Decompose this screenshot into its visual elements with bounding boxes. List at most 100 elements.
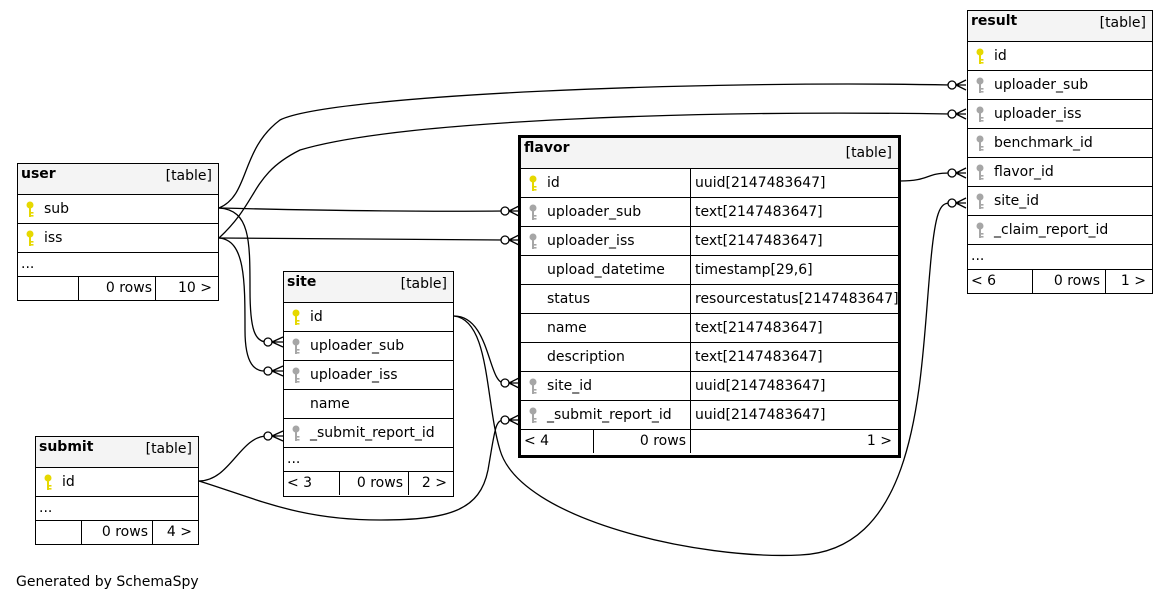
table-column-row[interactable]: upload_datetime timestamp[29,6] bbox=[521, 255, 898, 284]
child-count[interactable]: 2 > bbox=[421, 475, 447, 491]
foreign-key-icon bbox=[976, 106, 984, 122]
table-site[interactable]: site [table] id uploader_sub uploader_is… bbox=[283, 271, 454, 497]
edge-crowfoot bbox=[508, 234, 520, 246]
generated-by-note: Generated by SchemaSpy bbox=[16, 574, 199, 590]
table-column-row[interactable]: id bbox=[968, 41, 1152, 70]
table-column-row[interactable]: benchmark_id bbox=[968, 128, 1152, 157]
table-column-row[interactable]: sub bbox=[18, 194, 218, 223]
parent-count[interactable]: < 3 bbox=[287, 475, 313, 491]
edge-end-circle bbox=[947, 109, 957, 119]
column-type: text[2147483647] bbox=[690, 343, 823, 371]
column-name: iss bbox=[44, 230, 63, 246]
edge-user-iss-flavor-uploader-iss bbox=[218, 237, 505, 241]
column-name: benchmark_id bbox=[994, 135, 1093, 151]
parent-count[interactable]: < 4 bbox=[524, 433, 550, 449]
table-more-columns: ... bbox=[284, 447, 453, 473]
primary-key-icon bbox=[26, 201, 34, 217]
column-name: id bbox=[994, 48, 1007, 64]
table-column-row[interactable]: uploader_sub bbox=[284, 331, 453, 360]
table-column-row[interactable]: uploader_iss text[2147483647] bbox=[521, 226, 898, 255]
table-column-row[interactable]: id bbox=[36, 467, 198, 496]
child-count[interactable]: 4 > bbox=[166, 524, 192, 540]
edge-user-sub-flavor-uploader-sub bbox=[218, 207, 505, 212]
column-type: uuid[2147483647] bbox=[690, 169, 826, 197]
primary-key-icon bbox=[292, 309, 300, 325]
table-column-row[interactable]: description text[2147483647] bbox=[521, 342, 898, 371]
table-column-row[interactable]: uploader_iss bbox=[284, 360, 453, 389]
primary-key-icon bbox=[26, 230, 34, 246]
column-name: status bbox=[547, 291, 591, 307]
child-count[interactable]: 10 > bbox=[178, 280, 212, 296]
edge-user-sub-site-uploader-sub bbox=[218, 207, 268, 343]
table-type: [table] bbox=[400, 276, 447, 292]
edge-end-circle bbox=[263, 337, 273, 347]
foreign-key-icon bbox=[976, 164, 984, 180]
edge-submit-id-site-submit-report-id bbox=[198, 435, 268, 482]
parent-count[interactable]: < 6 bbox=[971, 273, 997, 289]
primary-key-icon bbox=[44, 474, 52, 490]
column-name: sub bbox=[44, 201, 70, 217]
column-name: uploader_sub bbox=[994, 77, 1089, 93]
table-name: flavor bbox=[524, 140, 570, 156]
table-column-row[interactable]: name text[2147483647] bbox=[521, 313, 898, 342]
table-column-row[interactable]: _submit_report_id bbox=[284, 418, 453, 447]
edge-crowfoot bbox=[955, 167, 967, 179]
table-header: result [table] bbox=[968, 11, 1152, 41]
table-column-row[interactable]: name bbox=[284, 389, 453, 418]
primary-key-icon bbox=[976, 48, 984, 64]
edge-end-circle bbox=[263, 431, 273, 441]
table-column-row[interactable]: status resourcestatus[2147483647] bbox=[521, 284, 899, 313]
table-column-row[interactable]: flavor_id bbox=[968, 157, 1152, 186]
table-header: submit [table] bbox=[36, 437, 198, 467]
table-header: user [table] bbox=[18, 164, 218, 194]
edge-user-sub-result-uploader-sub bbox=[218, 83, 951, 209]
column-name: name bbox=[310, 396, 350, 412]
table-flavor[interactable]: flavor [table] id uuid[2147483647] uploa… bbox=[518, 135, 901, 458]
table-type: [table] bbox=[845, 145, 892, 161]
table-column-row[interactable]: uploader_sub bbox=[968, 70, 1152, 99]
column-name: site_id bbox=[547, 378, 593, 394]
column-name: uploader_sub bbox=[310, 338, 405, 354]
table-column-row[interactable]: uploader_sub text[2147483647] bbox=[521, 197, 898, 226]
edge-end-circle bbox=[500, 235, 510, 245]
edge-end-circle bbox=[947, 198, 957, 208]
edge-crowfoot bbox=[955, 108, 967, 120]
table-column-row[interactable]: iss bbox=[18, 223, 218, 252]
child-count[interactable]: 1 > bbox=[1120, 273, 1146, 289]
table-user[interactable]: user [table] sub iss ... 0 rows 10 > bbox=[17, 163, 219, 301]
column-name: uploader_iss bbox=[994, 106, 1082, 122]
foreign-key-icon bbox=[976, 193, 984, 209]
table-more-columns: ... bbox=[36, 496, 198, 522]
table-column-row[interactable]: _claim_report_id bbox=[968, 215, 1152, 244]
child-count[interactable]: 1 > bbox=[866, 433, 892, 449]
column-type: timestamp[29,6] bbox=[690, 256, 813, 284]
foreign-key-icon bbox=[976, 135, 984, 151]
edge-end-circle bbox=[947, 80, 957, 90]
table-column-row[interactable]: site_id uuid[2147483647] bbox=[521, 371, 898, 400]
table-column-row[interactable]: uploader_iss bbox=[968, 99, 1152, 128]
foreign-key-icon bbox=[529, 378, 537, 394]
table-column-row[interactable]: id uuid[2147483647] bbox=[521, 168, 898, 197]
column-name: description bbox=[547, 349, 625, 365]
edge-site-id-result-site-id bbox=[453, 202, 951, 557]
table-submit[interactable]: submit [table] id ... 0 rows 4 > bbox=[35, 436, 199, 545]
edge-flavor-id-result-flavor-id bbox=[899, 172, 951, 182]
row-count: 0 rows bbox=[105, 280, 152, 296]
edge-user-iss-result-uploader-iss bbox=[218, 112, 951, 239]
table-column-row[interactable]: site_id bbox=[968, 186, 1152, 215]
row-count: 0 rows bbox=[1053, 273, 1100, 289]
edge-end-circle bbox=[263, 366, 273, 376]
column-name: id bbox=[62, 474, 75, 490]
table-footer: 0 rows 10 > bbox=[18, 276, 218, 300]
foreign-key-icon bbox=[292, 338, 300, 354]
edge-end-circle bbox=[500, 206, 510, 216]
table-column-row[interactable]: id bbox=[284, 302, 453, 331]
edge-end-circle bbox=[500, 415, 510, 425]
table-column-row[interactable]: _submit_report_id uuid[2147483647] bbox=[521, 400, 898, 429]
column-name: flavor_id bbox=[994, 164, 1054, 180]
edge-crowfoot bbox=[271, 336, 284, 348]
row-count: 0 rows bbox=[639, 433, 686, 449]
table-result[interactable]: result [table] id uploader_sub uploader_… bbox=[967, 10, 1153, 294]
edge-site-id-flavor-site-id bbox=[453, 315, 505, 384]
